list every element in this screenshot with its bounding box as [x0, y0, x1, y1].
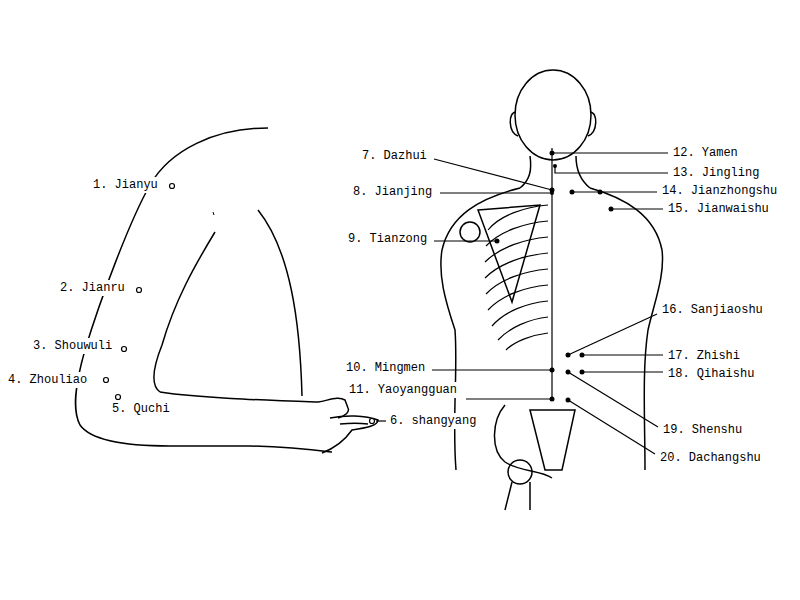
- back-figure: [441, 70, 663, 510]
- head: [515, 70, 591, 160]
- acupoint: [550, 368, 555, 373]
- acupoint: [122, 347, 127, 352]
- point-label: 12. Yamen: [671, 145, 740, 161]
- point-label: 10. Mingmen: [344, 360, 427, 376]
- body-right: [590, 188, 663, 470]
- finger-line: [340, 423, 368, 425]
- point-label: 15. Jianwaishu: [666, 201, 771, 217]
- acupoint: [550, 191, 554, 195]
- point-label: 3. Shouwuli: [31, 338, 114, 354]
- leader-line: [555, 166, 668, 173]
- acupoint: [170, 184, 175, 189]
- point-label: 20. Dachangshu: [658, 450, 763, 466]
- leader-line: [611, 208, 663, 209]
- acupoint: [550, 151, 555, 156]
- leader-line: [568, 400, 655, 454]
- point-label: 5. Quchi: [110, 401, 172, 417]
- leader-line: [440, 192, 552, 193]
- forearm-top: [160, 392, 348, 418]
- point-label: 7. Dazhui: [360, 148, 429, 164]
- hand: [322, 416, 378, 453]
- acupoint: [137, 288, 142, 293]
- point-label: 1. Jianyu: [91, 177, 160, 193]
- leader-line: [432, 369, 552, 370]
- point-label: 18. Qihaishu: [666, 366, 756, 382]
- acupoint: [598, 190, 603, 195]
- neck: [576, 156, 590, 188]
- point-label: 6. shangyang: [388, 413, 478, 429]
- acupoint: [566, 398, 571, 403]
- point-label: 11. Yaoyangguan: [347, 382, 459, 398]
- acupoint: [553, 164, 557, 168]
- point-label: 4. Zhouliao: [6, 372, 89, 388]
- inner-arm: [154, 232, 215, 392]
- sacrum: [530, 410, 575, 470]
- point-label: 8. Jianjing: [351, 184, 434, 200]
- chest-line: [258, 210, 302, 396]
- point-label: 17. Zhishi: [666, 348, 742, 364]
- leader-line: [434, 159, 552, 190]
- point-label: 19. Shenshu: [661, 422, 744, 438]
- spine-line: [551, 148, 552, 400]
- acupoint: [580, 370, 585, 375]
- acupoint: [370, 419, 375, 424]
- point-label: 2. Jianru: [58, 280, 127, 296]
- arm-points: [104, 184, 375, 424]
- ribs: [485, 205, 548, 350]
- acupoint: [104, 378, 109, 383]
- leader-line: [568, 372, 658, 427]
- leader-line: [582, 354, 663, 355]
- acupoint: [566, 370, 571, 375]
- shoulder-mark: [213, 212, 214, 215]
- leader-line: [582, 371, 663, 372]
- ear: [510, 112, 518, 136]
- leader-line: [376, 420, 386, 421]
- leader-line: [466, 398, 552, 399]
- acupoint: [580, 353, 585, 358]
- point-label: 16. Sanjiaoshu: [660, 302, 765, 318]
- acupoint: [116, 395, 121, 400]
- leader-line: [552, 152, 668, 153]
- shoulder-joint: [460, 222, 480, 242]
- leader-line: [434, 240, 497, 241]
- back-points: [495, 151, 614, 403]
- acupoint: [566, 353, 571, 358]
- pelvis: [494, 405, 552, 478]
- acupoint: [550, 397, 555, 402]
- acupoint: [609, 207, 614, 212]
- point-label: 14. Jianzhongshu: [660, 183, 779, 199]
- ear: [588, 112, 596, 136]
- point-label: 9. Tianzong: [346, 231, 429, 247]
- femur: [505, 482, 530, 510]
- hip-joint: [508, 460, 532, 484]
- acupoint: [495, 239, 500, 244]
- leader-line: [568, 314, 657, 355]
- acupoint: [570, 190, 575, 195]
- point-label: 13. Jingling: [671, 165, 761, 181]
- leader-line: [572, 191, 657, 192]
